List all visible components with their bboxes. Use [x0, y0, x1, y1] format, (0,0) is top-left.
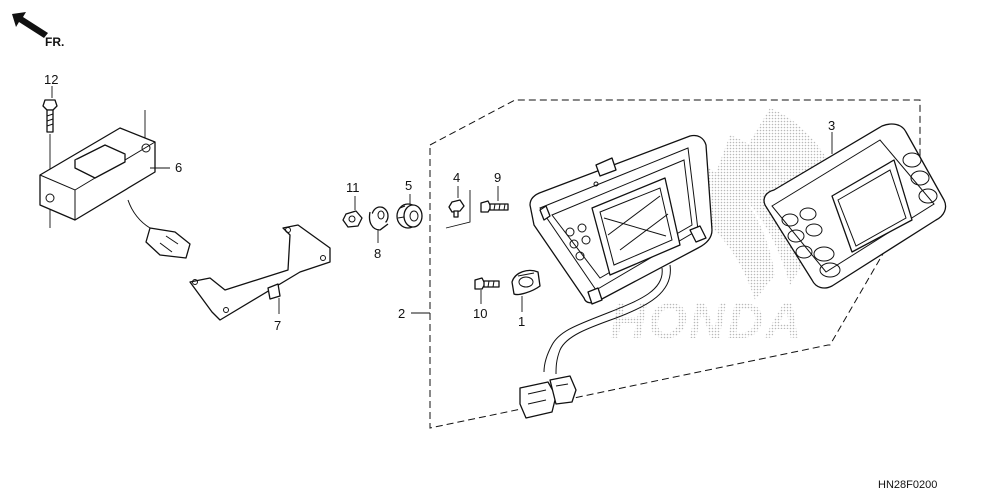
part-4-screw: [448, 199, 465, 218]
part-12-bolt: [42, 99, 58, 133]
part-8-collar: [368, 206, 389, 231]
part-1-clamp: [511, 269, 541, 296]
watermark-text: HONDA: [610, 293, 803, 349]
assembly-dashed-outline: [429, 99, 921, 429]
callout-9: 9: [494, 170, 501, 185]
callout-7: 7: [274, 318, 281, 333]
callout-8: 8: [374, 246, 381, 261]
diagram-code: HN28F0200: [878, 479, 937, 491]
part-11-nut: [342, 210, 363, 228]
part-5-grommet: [396, 203, 423, 229]
callout-5: 5: [405, 178, 412, 193]
callout-11: 11: [346, 180, 360, 195]
part-2-meter-housing: [519, 134, 713, 419]
callout-3: 3: [828, 118, 835, 133]
fr-label: FR.: [45, 35, 64, 49]
callout-12: 12: [44, 72, 58, 87]
part-3-meter-display: [763, 123, 947, 289]
callout-6: 6: [175, 160, 182, 175]
callout-1: 1: [518, 314, 525, 329]
callout-10: 10: [473, 306, 487, 321]
callout-2: 2: [398, 306, 405, 321]
callout-4: 4: [453, 170, 460, 185]
part-6-control-module: [39, 127, 191, 259]
part-10-screw: [474, 277, 500, 290]
part-7-bracket: [189, 224, 331, 321]
part-9-screw: [480, 200, 509, 213]
front-direction-arrow-icon: [12, 12, 48, 38]
